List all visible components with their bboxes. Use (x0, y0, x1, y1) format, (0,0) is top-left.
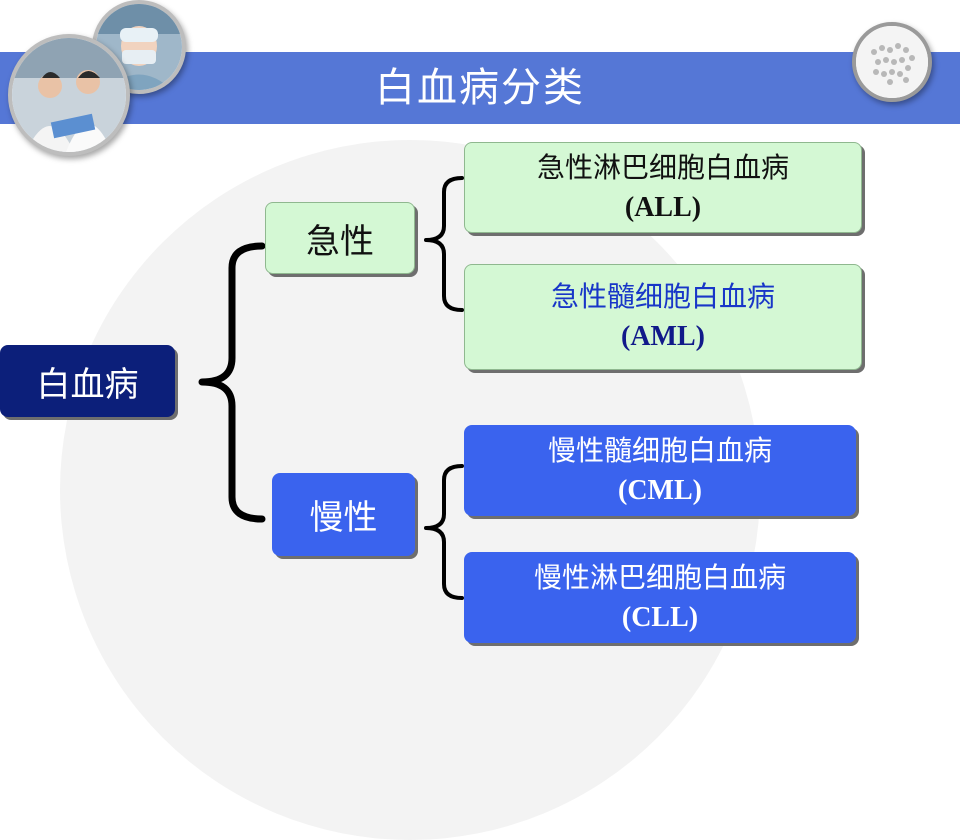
leaf-cml-abbr: (CML) (618, 474, 702, 506)
leaf-cll-name: 慢性淋巴细胞白血病 (533, 560, 786, 594)
leaf-cll: 慢性淋巴细胞白血病 (CLL) (464, 552, 856, 643)
category-acute-label: 急性 (306, 221, 374, 262)
doctor-patient-photo (8, 34, 130, 156)
chronic-brace (424, 464, 464, 600)
leaf-cll-abbr: (CLL) (621, 601, 699, 633)
main-brace (198, 242, 266, 523)
leaf-all-abbr: (ALL) (624, 191, 702, 223)
slide-title: 白血病分类 (375, 65, 585, 111)
leaf-aml-name: 急性髓细胞白血病 (550, 280, 775, 313)
leaf-cml-name: 慢性髓细胞白血病 (547, 433, 772, 467)
hierarchy-braces (198, 176, 464, 600)
leaf-aml: 急性髓细胞白血病 (AML) (464, 264, 862, 370)
leaf-all-name: 急性淋巴细胞白血病 (536, 150, 789, 184)
leaf-cml: 慢性髓细胞白血病 (CML) (464, 425, 856, 516)
category-chronic-label: 慢性 (309, 498, 378, 538)
category-acute: 急性 (265, 202, 415, 274)
leaf-all: 急性淋巴细胞白血病 (ALL) (464, 142, 862, 233)
acute-brace (424, 176, 464, 312)
dna-logo-icon (852, 22, 932, 102)
root-node-leukemia: 白血病 (0, 345, 175, 417)
category-chronic: 慢性 (272, 473, 415, 556)
leaf-aml-abbr: (AML) (621, 321, 705, 352)
root-label: 白血病 (36, 364, 139, 405)
